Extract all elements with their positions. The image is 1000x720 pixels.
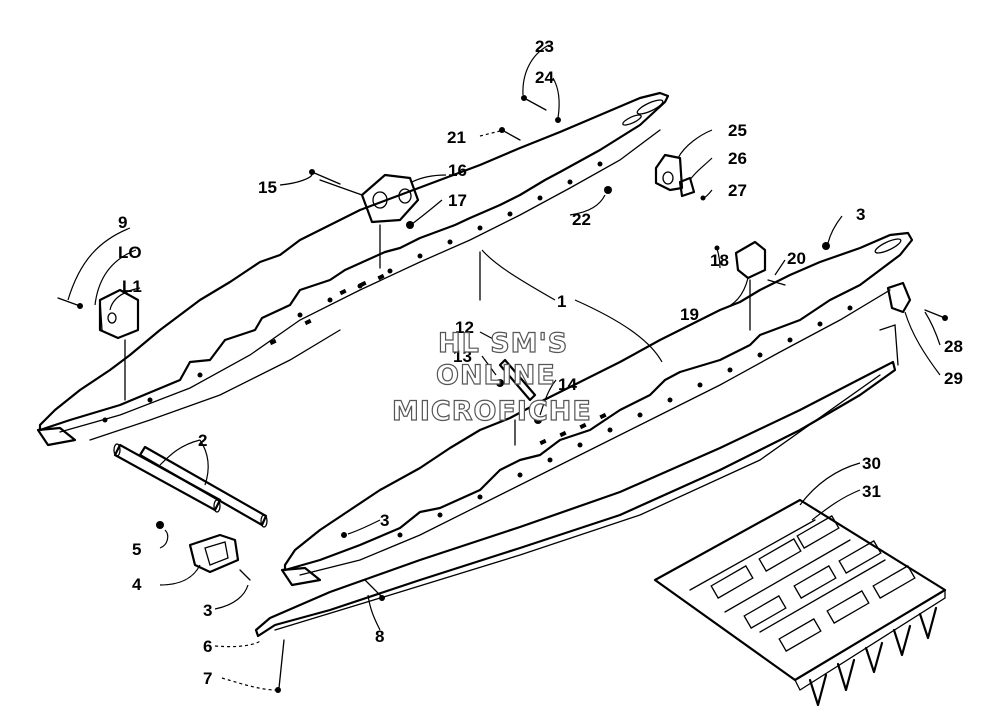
callout-22: 22 <box>572 210 591 229</box>
callout-3-bottom: 3 <box>203 601 212 620</box>
callout-19: 19 <box>680 305 699 324</box>
callout-23: 23 <box>535 37 554 56</box>
callout-18: 18 <box>710 251 729 270</box>
rear-pivot-block <box>734 240 912 314</box>
bolts <box>57 95 948 693</box>
callout-4: 4 <box>132 575 142 594</box>
leader-lines <box>67 44 941 691</box>
callout-2: 2 <box>198 431 207 450</box>
watermark-line-2: ONLINE <box>436 360 556 391</box>
callout-31: 31 <box>862 482 881 501</box>
callout-8: 8 <box>375 627 384 646</box>
callout-1: 1 <box>557 292 566 311</box>
callout-29: 29 <box>944 369 963 388</box>
front-rail <box>280 231 914 587</box>
callout-17: 17 <box>448 191 467 210</box>
callout-5: 5 <box>132 540 141 559</box>
upper-shock-bracket <box>319 173 420 229</box>
track-section <box>653 498 947 707</box>
callout-12: 12 <box>455 318 474 337</box>
watermark-line-3: MICROFICHE <box>392 396 592 427</box>
front-stopper <box>156 521 240 574</box>
callout-9: 9 <box>118 213 127 232</box>
callout-26: 26 <box>728 149 747 168</box>
callout-3-right: 3 <box>856 205 865 224</box>
rear-rail <box>36 91 670 447</box>
callout-24: 24 <box>535 68 554 87</box>
rear-stopper-block <box>604 153 696 198</box>
callout-L1: L1 <box>122 277 142 296</box>
callout-21: 21 <box>447 128 466 147</box>
callout-30: 30 <box>862 454 881 473</box>
callout-3-lower: 3 <box>380 511 389 530</box>
callout-25: 25 <box>728 121 747 140</box>
callout-7: 7 <box>203 669 212 688</box>
slide-rail <box>254 324 899 638</box>
callout-20: 20 <box>787 249 806 268</box>
watermark: HL SM'S ONLINE MICROFICHE <box>391 327 592 427</box>
callout-13: 13 <box>453 347 472 366</box>
hanger-bracket <box>98 288 140 401</box>
callout-28: 28 <box>944 337 963 356</box>
callout-labels: 1 2 3 3 3 4 5 6 7 8 9 LO L1 12 13 14 15 … <box>118 37 963 688</box>
watermark-line-1: HL SM'S <box>438 328 568 359</box>
cross-shafts <box>113 443 268 528</box>
callout-27: 27 <box>728 181 747 200</box>
callout-14: 14 <box>558 375 577 394</box>
callout-LO: LO <box>118 243 142 262</box>
callout-16: 16 <box>448 161 467 180</box>
callout-6: 6 <box>203 637 212 656</box>
callout-15: 15 <box>258 178 277 197</box>
shock-link <box>496 358 542 446</box>
